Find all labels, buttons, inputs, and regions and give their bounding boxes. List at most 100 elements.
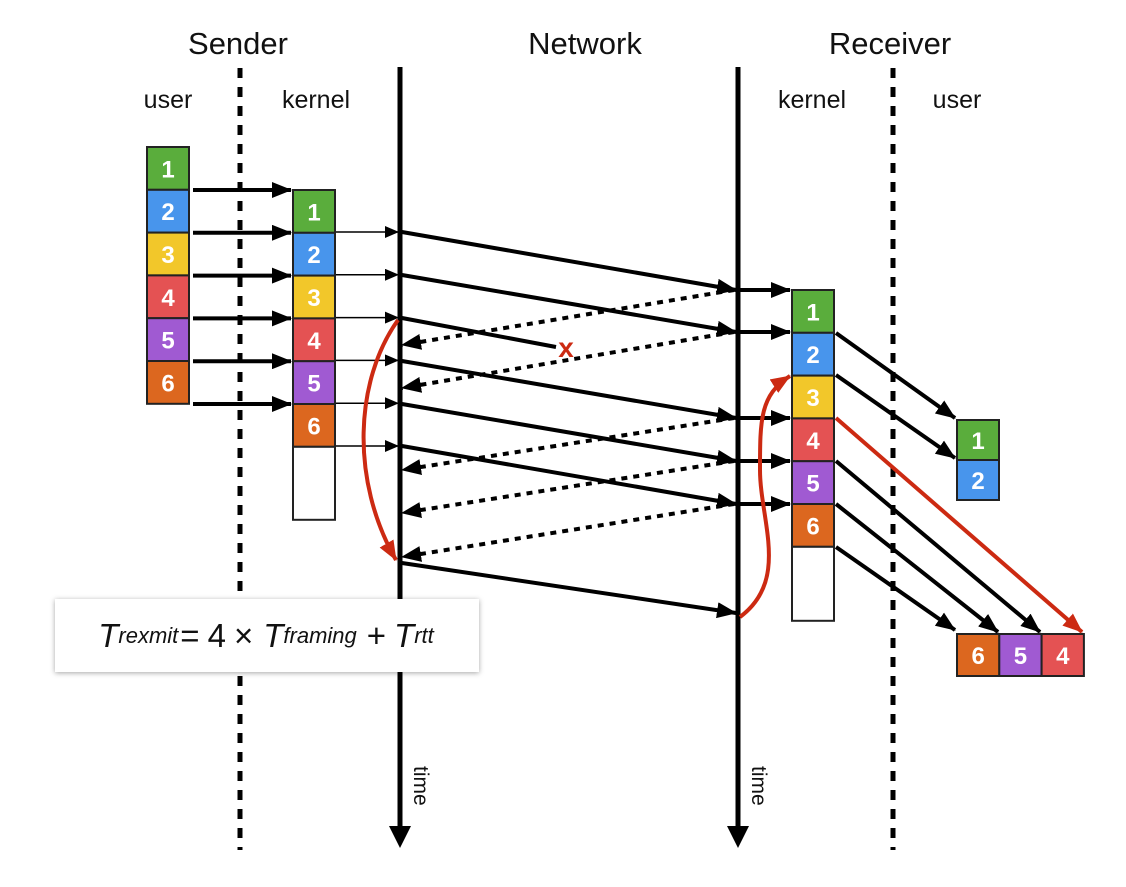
- sender-user-label: user: [144, 86, 193, 114]
- receiver-kernel-empty-slot-box: [791, 545, 835, 622]
- sender-kernel-packet-5: 5: [292, 360, 336, 406]
- sender-kernel-packet-6-number: 6: [307, 413, 320, 440]
- receiver-kernel-buffer: 1 2 3 4 5 6: [791, 289, 835, 622]
- data-packet-1: [401, 230, 737, 295]
- deliver-packet-1-arrow: [834, 331, 957, 420]
- sender-header: Sender: [188, 26, 288, 61]
- sender-user-packet-1: 1: [146, 146, 190, 191]
- formula-equals: =: [180, 616, 200, 654]
- receiver-kernel-packet-2-number: 2: [806, 342, 819, 369]
- sender-user-packet-3-box: [146, 231, 190, 277]
- sender-user-packet-3: 3: [146, 231, 190, 277]
- sender-kernel-empty-slot: [292, 445, 336, 521]
- data-packet-4: [401, 359, 737, 423]
- sender-kernel-label: kernel: [282, 86, 350, 114]
- ack-arrow-4: [401, 459, 735, 518]
- sender-user-packet-2-number: 2: [161, 199, 174, 226]
- sender-kernel-packet-2: 2: [292, 231, 336, 277]
- sender-user-packet-4: 4: [146, 274, 190, 320]
- formula-plus: +: [366, 616, 387, 654]
- deliver-packet-6-arrow: [834, 502, 1000, 634]
- receiver-kernel-packet-3: 3: [791, 374, 835, 420]
- receiver-user-label: user: [933, 86, 982, 114]
- sender-user-packet-4-number: 4: [161, 285, 175, 312]
- deliver-packet-2-arrow: [834, 373, 957, 460]
- receiver-kernel-packet-3-box: [791, 374, 835, 420]
- formula-term1-symbol: T: [263, 616, 284, 654]
- receiver-user-reordered-6-box: [956, 633, 1001, 677]
- sender-kernel-packet-4-number: 4: [307, 328, 321, 355]
- receiver-kernel-packet-5: 5: [791, 460, 835, 506]
- receiver-user-reordered-6: 6: [956, 633, 1001, 677]
- receiver-kernel-packet-5-number: 5: [806, 471, 819, 498]
- receiver-kernel-packet-4-box: [791, 417, 835, 463]
- sender-user-packet-6-number: 6: [161, 370, 174, 397]
- sender-kernel-packet-3: 3: [292, 274, 336, 320]
- deliver-empty-arrow: [834, 545, 957, 632]
- formula-coefficient: 4: [207, 616, 226, 654]
- receiver-user-reordered-5: 5: [998, 633, 1043, 677]
- deliver-packet-5-arrow: [834, 459, 1042, 634]
- sender-time-label: time: [409, 766, 432, 806]
- network-header: Network: [528, 26, 642, 61]
- sender-timeline-arrowhead: [389, 826, 411, 848]
- receiver-user-reordered-6-number: 6: [971, 643, 984, 670]
- ack-arrow-3: [401, 416, 735, 475]
- sender-kernel-packet-5-number: 5: [307, 371, 320, 398]
- receiver-kernel-packet-5-box: [791, 460, 835, 506]
- formula-lhs-symbol: T: [98, 616, 119, 654]
- sender-user-packet-5-number: 5: [161, 328, 174, 355]
- sender-kernel-packet-5-box: [292, 360, 336, 406]
- receiver-kernel-packet-6: 6: [791, 503, 835, 548]
- sender-kernel-packet-2-number: 2: [307, 242, 320, 269]
- sender-kernel-packet-1-number: 1: [307, 199, 320, 226]
- receiver-kernel-empty-slot: [791, 545, 835, 622]
- sender-kernel-packet-1-box: [292, 189, 336, 234]
- sender-kernel-packet-3-box: [292, 274, 336, 320]
- sender-user-packet-5: 5: [146, 317, 190, 363]
- receiver-user-delivered-2-number: 2: [971, 468, 984, 495]
- sender-user-packet-1-box: [146, 146, 190, 191]
- receiver-kernel-packet-1-number: 1: [806, 299, 819, 326]
- ack-arrow-1: [401, 288, 735, 350]
- formula-term2-symbol: T: [394, 616, 415, 654]
- sender-kernel-empty-slot-box: [292, 445, 336, 521]
- receiver-time-label: time: [747, 766, 770, 806]
- sender-kernel-buffer: 1 2 3 4 5 6: [292, 189, 336, 521]
- formula-term1-subscript: framing: [283, 622, 357, 648]
- receiver-user-buffer: 1 2 6 5 4: [956, 419, 1085, 677]
- receiver-user-delivered-1-number: 1: [971, 428, 984, 455]
- data-packet-6: [401, 444, 737, 509]
- receiver-kernel-label: kernel: [778, 86, 846, 114]
- retransmit-arrival-curve: [738, 374, 792, 619]
- receiver-timeline-arrowhead: [727, 826, 749, 848]
- sender-user-packet-6-box: [146, 360, 190, 405]
- sender-user-packet-1-number: 1: [161, 156, 174, 183]
- arrows-layer: [193, 182, 1042, 634]
- data-packet-2: [401, 273, 737, 337]
- receiver-user-reordered-4-box: [1040, 633, 1085, 677]
- receiver-user-delivered-1-box: [956, 419, 1000, 461]
- receiver-user-reordered-4-number: 4: [1056, 643, 1070, 670]
- receiver-user-reordered-4: 4: [1040, 633, 1085, 677]
- receiver-kernel-packet-3-number: 3: [806, 385, 819, 412]
- receiver-kernel-packet-4-number: 4: [806, 428, 820, 455]
- receiver-user-delivered-2: 2: [956, 459, 1000, 501]
- receiver-kernel-packet-6-number: 6: [806, 513, 819, 540]
- receiver-kernel-packet-4: 4: [791, 417, 835, 463]
- sender-user-packet-3-number: 3: [161, 242, 174, 269]
- data-packet-3-lost: [401, 316, 557, 349]
- receiver-user-reordered-5-box: [998, 633, 1043, 677]
- sender-kernel-packet-3-number: 3: [307, 285, 320, 312]
- sender-user-packet-4-box: [146, 274, 190, 320]
- formula-term2-subscript: rtt: [414, 622, 434, 648]
- sender-user-buffer: 1 2 3 4 5 6: [146, 146, 190, 405]
- formula-lhs-subscript: rexmit: [118, 622, 179, 648]
- receiver-user-reordered-5-number: 5: [1014, 643, 1027, 670]
- sender-kernel-packet-1: 1: [292, 189, 336, 234]
- receiver-kernel-packet-6-box: [791, 503, 835, 548]
- data-packet-5: [401, 402, 737, 466]
- sender-kernel-packet-6-box: [292, 403, 336, 448]
